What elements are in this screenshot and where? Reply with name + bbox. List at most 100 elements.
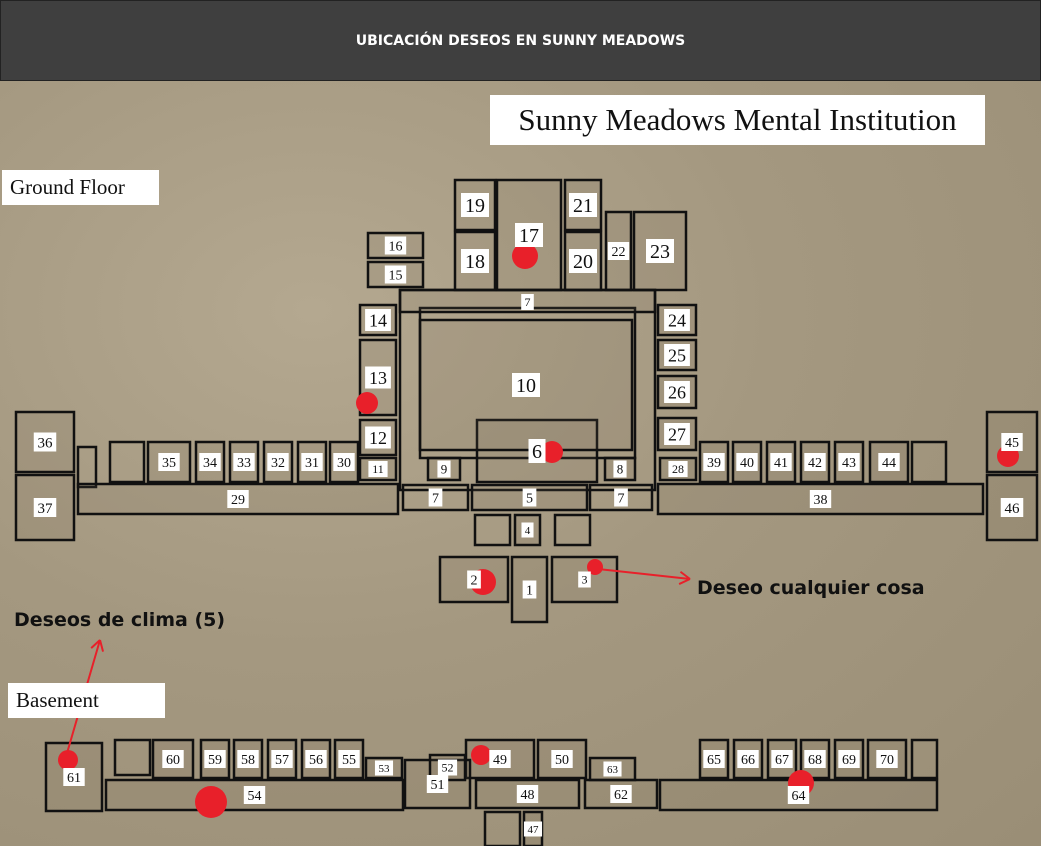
room-label-bg xyxy=(668,461,688,477)
wish-marker-room-61[interactable] xyxy=(58,750,78,770)
room-50[interactable] xyxy=(536,738,588,780)
room-label-bg xyxy=(428,488,443,507)
room-label-bg xyxy=(646,239,674,263)
room-label-bg xyxy=(771,750,793,768)
room-label-bg xyxy=(271,750,293,768)
room-60[interactable] xyxy=(151,738,195,780)
room-label-bg xyxy=(301,453,323,471)
room-number: 20 xyxy=(573,251,593,273)
room-label-bg xyxy=(365,309,391,331)
room-label-bg xyxy=(162,750,184,768)
room-number: 69 xyxy=(842,753,856,768)
room-label-bg xyxy=(737,750,759,768)
room-51[interactable] xyxy=(403,758,472,810)
room-number: 38 xyxy=(814,493,828,508)
arrow-head-icon xyxy=(678,578,691,585)
room-number: 44 xyxy=(882,456,896,471)
room-label-bg xyxy=(613,460,627,478)
room-number: 59 xyxy=(208,753,222,768)
room-number: 12 xyxy=(369,428,387,448)
room-number: 58 xyxy=(241,753,255,768)
room-number: 30 xyxy=(337,456,351,471)
room-number: 26 xyxy=(668,382,686,402)
room-number: 21 xyxy=(573,195,593,217)
room-label-bg xyxy=(523,821,543,837)
room-number: 64 xyxy=(792,789,806,804)
room-number: 53 xyxy=(379,763,391,775)
room-number: 4 xyxy=(525,525,531,537)
room-number: 33 xyxy=(237,456,251,471)
arrow-head-icon xyxy=(679,570,691,580)
room-label-bg xyxy=(664,344,690,366)
room-number: 56 xyxy=(309,753,323,768)
room-label-bg xyxy=(703,453,725,471)
room-label-bg xyxy=(528,439,546,463)
room-label-bg xyxy=(809,490,832,508)
room-label-bg xyxy=(437,759,458,776)
room-label-bg xyxy=(227,490,249,508)
room-35[interactable] xyxy=(146,440,192,484)
room-48[interactable] xyxy=(474,778,581,810)
room-label-bg xyxy=(578,571,591,588)
room-number: 39 xyxy=(707,456,721,471)
room-number: 7 xyxy=(618,491,625,506)
room-number: 61 xyxy=(67,771,81,786)
room-label-bg xyxy=(603,761,622,777)
room-70[interactable] xyxy=(866,738,908,780)
room-label-bg xyxy=(522,488,537,507)
wish-marker-room-54[interactable] xyxy=(195,786,227,818)
room-label-bg xyxy=(461,193,489,217)
room-number: 67 xyxy=(775,753,789,768)
room-number: 6 xyxy=(532,441,542,463)
room-number: 68 xyxy=(808,753,822,768)
wish-marker-room-13[interactable] xyxy=(356,392,378,414)
room-label-bg xyxy=(664,309,690,331)
room-number: 55 xyxy=(342,753,356,768)
room-number: 37 xyxy=(38,501,54,517)
room-number: 50 xyxy=(555,753,569,768)
room-label-bg xyxy=(426,775,449,793)
room-number: 7 xyxy=(432,491,439,506)
wall-outline xyxy=(401,483,470,512)
room-number: 70 xyxy=(880,753,894,768)
room-number: 65 xyxy=(707,753,721,768)
room-number: 52 xyxy=(442,761,454,775)
header-title: UBICACIÓN DESEOS EN SUNNY MEADOWS xyxy=(355,32,686,49)
room-number: 8 xyxy=(617,462,624,477)
room-label-bg xyxy=(516,785,539,803)
room-number: 32 xyxy=(271,456,285,471)
wish-marker-room-49[interactable] xyxy=(471,745,491,765)
wish-marker-room-17[interactable] xyxy=(512,243,538,269)
room-number: 42 xyxy=(808,456,822,471)
wall-outline xyxy=(113,738,152,777)
room-label-bg xyxy=(384,236,407,255)
wish-marker-room-3[interactable] xyxy=(587,559,603,575)
room-number: 3 xyxy=(582,573,588,587)
room-number: 5 xyxy=(526,491,533,506)
room-number: 25 xyxy=(668,345,686,365)
room-label-bg xyxy=(521,294,534,310)
wall-outline xyxy=(108,440,146,484)
room-label-bg xyxy=(876,750,898,768)
room-label-bg xyxy=(305,750,327,768)
room-label-bg xyxy=(736,453,758,471)
room-1[interactable] xyxy=(510,555,549,624)
room-label-bg xyxy=(1001,433,1023,451)
room-label-bg xyxy=(243,786,266,804)
room-label-bg xyxy=(515,223,543,247)
room-label-bg xyxy=(551,750,573,768)
wish-marker-room-6[interactable] xyxy=(541,441,563,463)
room-number: 23 xyxy=(650,241,670,263)
room-label-bg xyxy=(838,453,860,471)
annotation-any-wish: Deseo cualquier cosa xyxy=(697,577,925,599)
room-label-bg xyxy=(664,381,690,403)
room-number: 17 xyxy=(519,225,539,247)
room-number: 14 xyxy=(369,310,387,330)
room-label-bg xyxy=(33,432,57,452)
room-number: 28 xyxy=(672,462,684,476)
room-number: 54 xyxy=(248,789,262,804)
room-number: 49 xyxy=(493,753,507,768)
room-label-bg xyxy=(838,750,860,768)
room-label-bg xyxy=(333,453,355,471)
